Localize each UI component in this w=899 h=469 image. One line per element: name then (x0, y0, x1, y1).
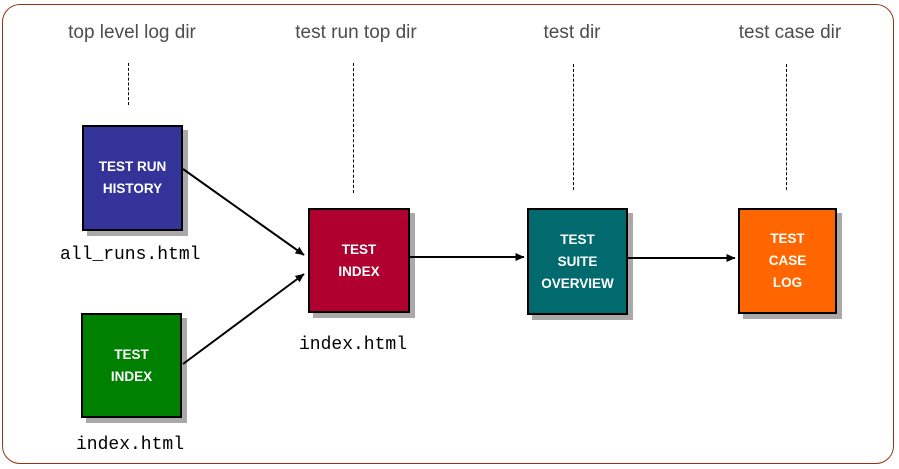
file-label-all-runs-html: all_runs.html (60, 245, 201, 265)
file-label-index-html-run: index.html (299, 335, 408, 355)
column-header-test-dir: test dir (543, 22, 601, 43)
node-test-run-history: TEST RUN HISTORY (82, 125, 183, 231)
column-guide-line-1 (128, 63, 129, 105)
column-header-top-level-log-dir: top level log dir (68, 22, 196, 43)
column-guide-line-2 (353, 63, 354, 193)
node-test-index-run: TEST INDEX (308, 208, 410, 313)
node-test-case-log: TEST CASE LOG (738, 208, 837, 314)
column-guide-line-4 (786, 64, 787, 190)
column-header-test-case-dir: test case dir (738, 22, 842, 43)
column-header-test-run-top-dir: test run top dir (295, 22, 417, 43)
column-guide-line-3 (573, 64, 574, 190)
node-test-index-top-level: TEST INDEX (81, 313, 182, 418)
node-test-suite-overview: TEST SUITE OVERVIEW (527, 208, 628, 315)
file-label-index-html-top: index.html (76, 435, 185, 455)
